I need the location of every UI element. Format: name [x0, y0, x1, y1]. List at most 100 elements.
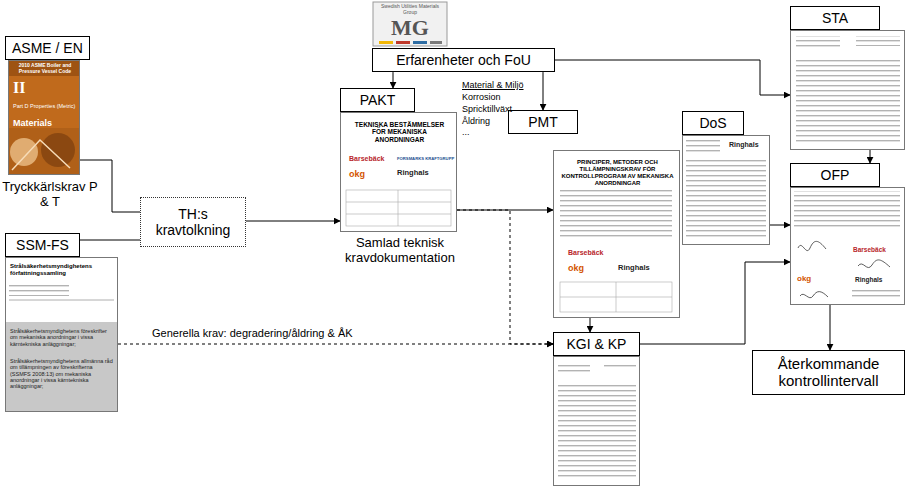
document-table — [346, 214, 451, 215]
logo-text: Ringhals — [729, 141, 759, 149]
document-table — [346, 202, 451, 203]
document-page: TEKNISKA BESTÄMMELSER FÖR MEKANISKA ANOR… — [340, 112, 457, 232]
document-page: PRINCIPER, METODER OCH TILLÄMPNINGSKRAV … — [553, 150, 680, 318]
document-lines — [9, 284, 69, 296]
logo-text: Barsebäck — [568, 249, 603, 257]
box-label: Erfarenheter och FoU — [379, 52, 548, 68]
logo-text: FORSMARKS KRAFTGRUPP — [397, 157, 454, 162]
box-label: Återkommande kontrollintervall — [759, 355, 898, 390]
document-table — [398, 190, 399, 226]
connector-arrow — [870, 150, 871, 163]
document-lines — [558, 382, 636, 480]
cover-photo — [41, 133, 75, 167]
document-page — [790, 30, 905, 150]
connector-arrow — [80, 240, 140, 241]
process-box: Erfarenheter och FoU — [372, 48, 555, 72]
logo-text: Ringhals — [397, 169, 429, 178]
note-text: Korrosion — [462, 92, 501, 102]
paragraph-text: Strålsäkerhetsmyndighetens allmänna råd … — [10, 358, 114, 390]
connector-arrow — [555, 60, 790, 95]
diagram-node: PMT PRINCIPER, METODER OCH TILLÄMPNINGSKR… — [508, 110, 680, 318]
diagram-node: SSM-FS Strålsäkerhetsmyndighetens författ… — [5, 233, 118, 412]
diagram-node: TH:s kravtolkning — [140, 197, 246, 247]
document-lines — [604, 362, 636, 370]
cover-photo — [12, 140, 70, 170]
process-box: TH:s kravtolkning — [140, 197, 246, 247]
cover-band — [8, 60, 80, 76]
connector-arrow — [543, 72, 544, 110]
document-table — [616, 282, 617, 312]
logo-mark — [430, 41, 442, 44]
note-text: Spricktillväxt — [462, 104, 512, 114]
diagram-node: Återkommande kontrollintervall — [752, 350, 905, 400]
diagram-node: OFP Barsebäck okg Ringhals — [790, 163, 905, 305]
document-lines — [686, 140, 720, 152]
document-page: Strålsäkerhetsmyndighetens författningss… — [5, 257, 118, 412]
header-label: KGI & KP — [560, 336, 633, 352]
document-page: 2010 ASME Boiler and Pressure Vessel Cod… — [8, 60, 80, 175]
document-title: PRINCIPER, METODER OCH TILLÄMPNINGSKRAV … — [560, 159, 675, 187]
signature — [798, 241, 826, 250]
connector-label: Generella krav: degradering/åldring & ÅK — [150, 327, 355, 340]
logo-mark — [396, 41, 410, 44]
cover-text: Materials — [13, 118, 52, 128]
diagram-node: Erfarenheter och FoU — [372, 48, 555, 72]
document-table — [346, 190, 451, 226]
paragraph-text: Strålsäkerhetsmyndighetens föreskrifter … — [10, 328, 114, 347]
document-page: Ringhals — [682, 135, 770, 245]
header-label: ASME / EN — [12, 40, 83, 56]
connector-arrow — [830, 305, 831, 350]
logo-mark — [413, 41, 427, 44]
document-lines — [796, 58, 900, 144]
document-lines — [796, 36, 840, 50]
diagram-node: DoSRinghals — [682, 111, 770, 245]
diagram-node: STA — [790, 6, 905, 150]
process-box: Återkommande kontrollintervall — [752, 350, 905, 395]
signature — [800, 292, 828, 298]
logo-text: okg — [349, 169, 365, 179]
caption-text: Tryckkärlskrav P & T — [0, 180, 100, 210]
document-table — [560, 282, 672, 312]
document-page — [553, 356, 640, 486]
document-title: TEKNISKA BESTÄMMELSER FÖR MEKANISKA ANOR… — [349, 121, 450, 143]
logo-text: okg — [797, 274, 811, 283]
header-box: OFP — [790, 163, 880, 187]
cover-photo — [8, 128, 80, 175]
caption-text: Samlad teknisk kravdokumentation — [330, 236, 470, 266]
header-label: OFP — [797, 167, 873, 183]
diagram-node: PAKTTEKNISKA BESTÄMMELSER FÖR MEKANISKA … — [340, 88, 460, 270]
cover-text: II — [13, 79, 25, 97]
cover-photo — [10, 138, 38, 166]
header-box: KGI & KP — [553, 332, 640, 356]
logo-mark — [379, 41, 393, 44]
header-box: ASME / EN — [5, 36, 90, 60]
header-label: PMT — [515, 114, 571, 130]
logo-text: Barsebäck — [853, 246, 886, 253]
connector-arrow — [393, 72, 394, 88]
header-box: STA — [790, 6, 880, 30]
header-box: PMT — [508, 110, 578, 134]
connector-arrow — [590, 318, 591, 332]
note-heading: Material & Miljö — [462, 80, 524, 90]
connector-arrow — [246, 221, 340, 222]
logo-text: MG — [373, 15, 447, 40]
document-band — [5, 322, 118, 412]
document-rule — [9, 300, 114, 301]
document-page: Barsebäck okg Ringhals — [790, 187, 905, 305]
header-box: SSM-FS — [5, 233, 80, 257]
header-label: STA — [797, 10, 873, 26]
document-lines — [852, 290, 900, 300]
logo-frame — [373, 2, 447, 46]
logo-text: Swedish Utilities Materials Group — [377, 4, 443, 16]
diagram-node: KGI & KP — [553, 332, 640, 486]
logo-text: okg — [568, 263, 584, 273]
logo-text: Ringhals — [855, 276, 882, 283]
note-text: ... — [462, 127, 470, 137]
document-lines — [560, 190, 672, 240]
box-label: TH:s kravtolkning — [145, 206, 241, 238]
header-label: SSM-FS — [12, 237, 73, 253]
logo-text: Ringhals — [618, 264, 650, 273]
book-cover — [8, 60, 80, 175]
